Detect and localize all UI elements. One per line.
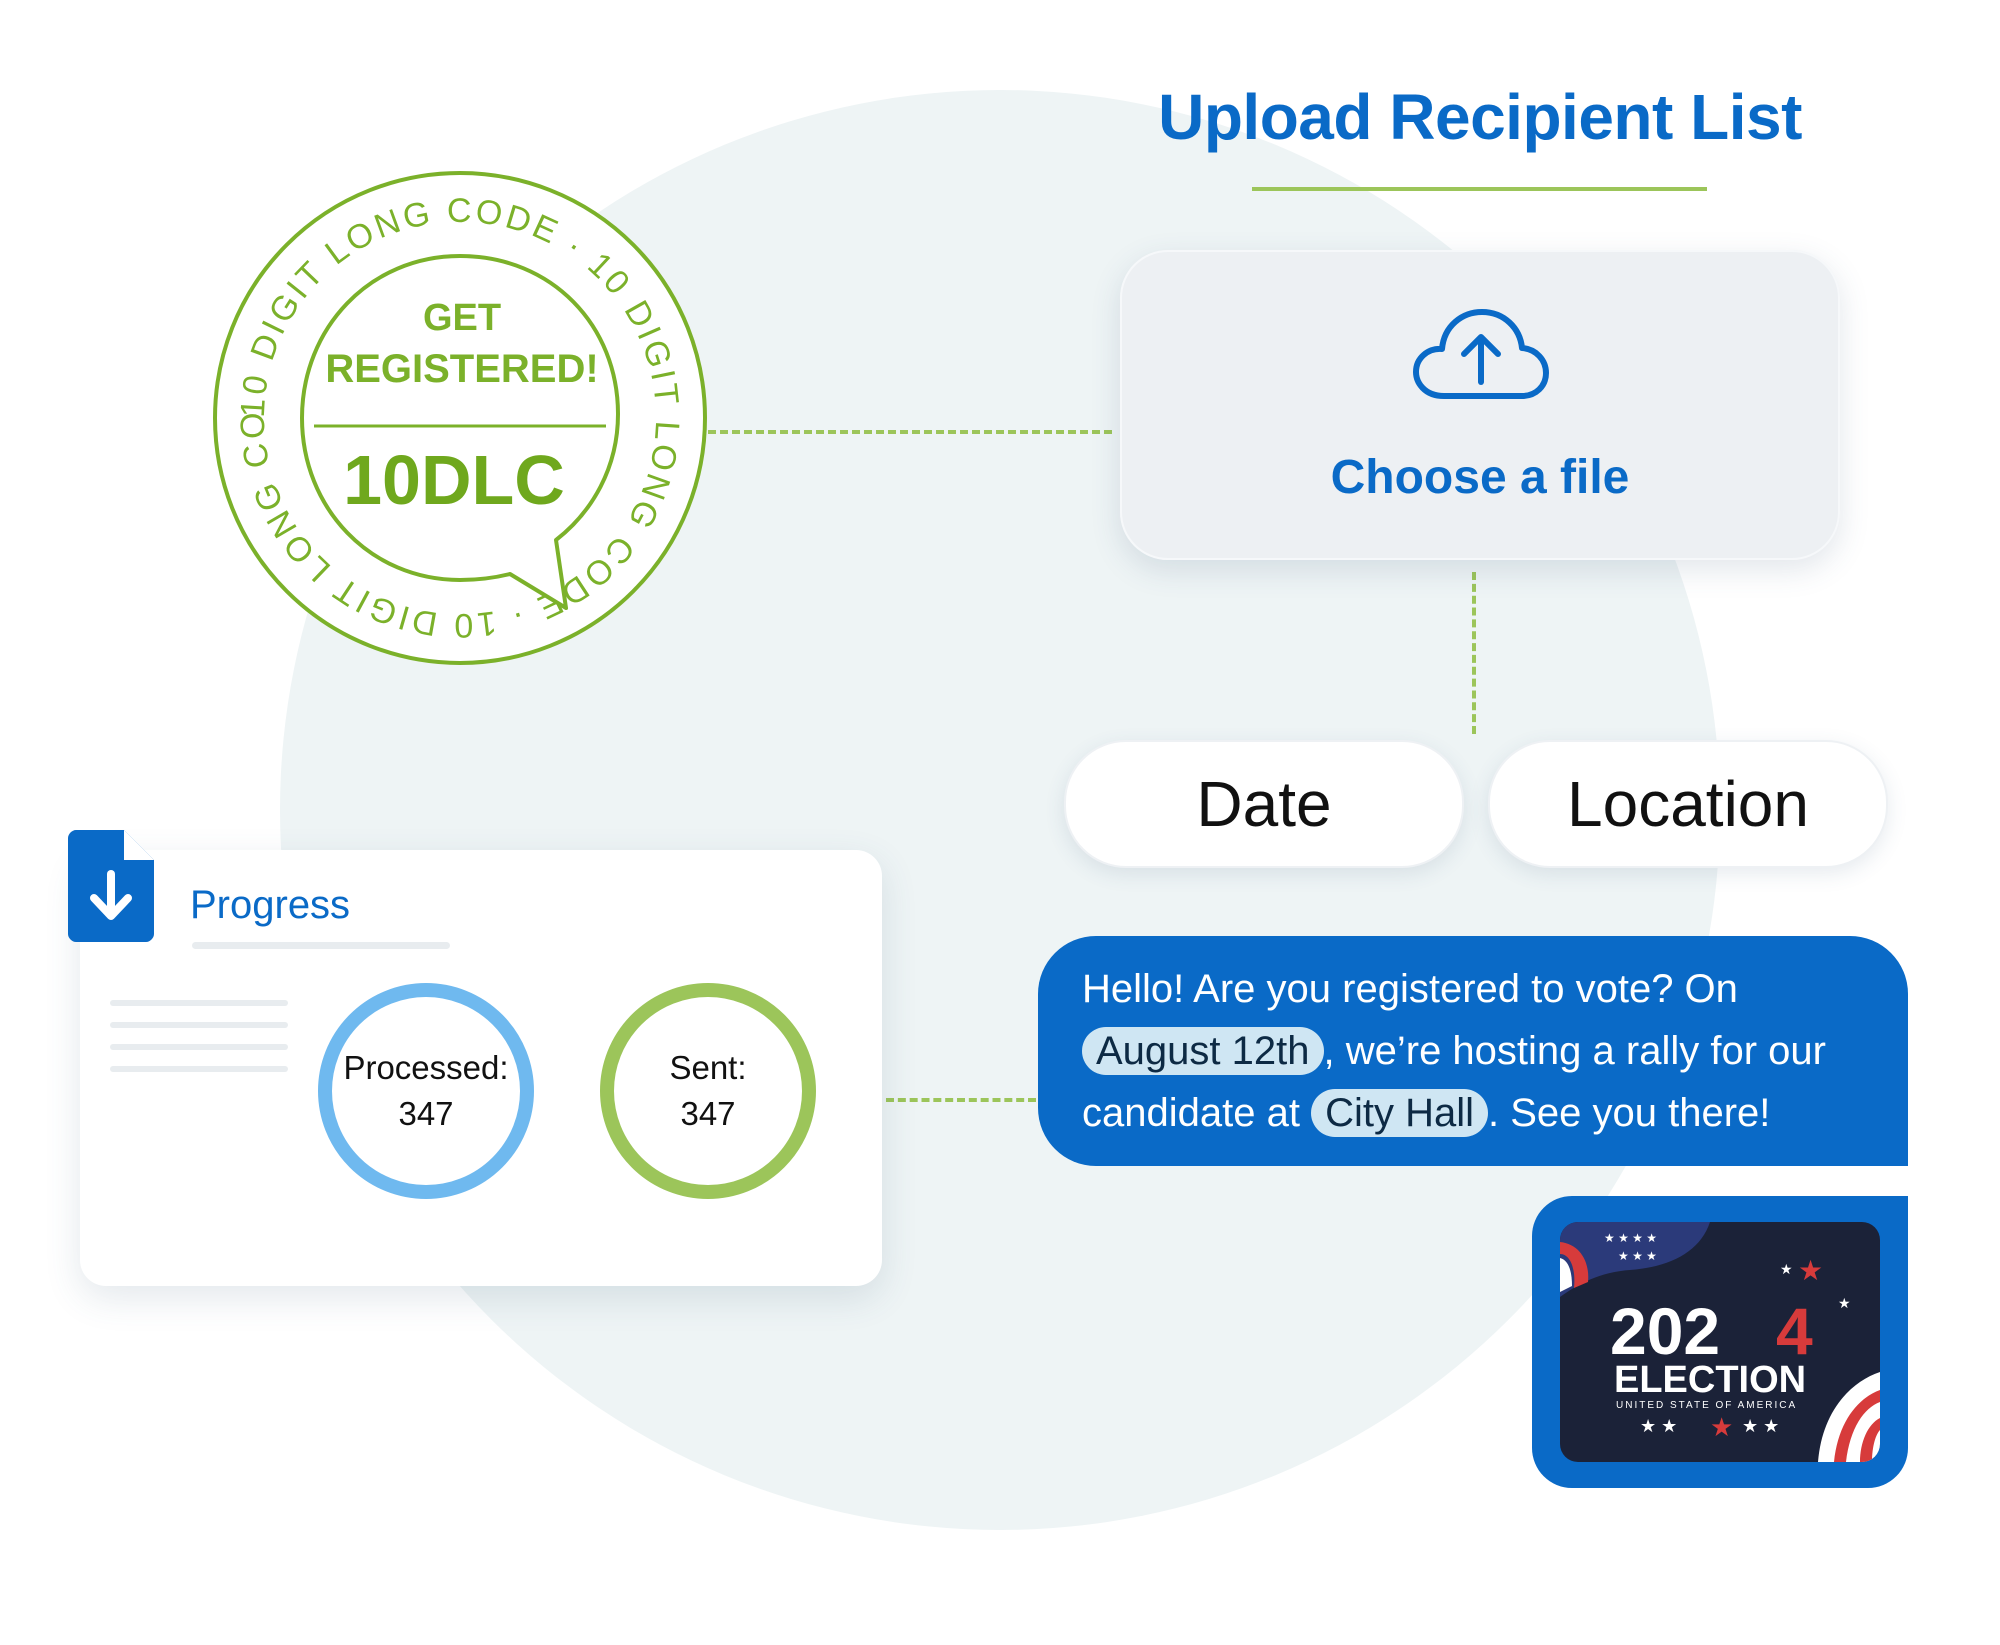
file-upload-dropzone[interactable]: Choose a file: [1120, 250, 1840, 560]
svg-text:★ ★: ★ ★: [1742, 1416, 1779, 1436]
stamp-line1: GET: [423, 297, 501, 339]
placeholder-line: [110, 1000, 288, 1006]
election-year-suffix: 4: [1776, 1294, 1813, 1368]
message-text: Hello! Are you registered to vote? On: [1082, 967, 1738, 1011]
placeholder-line: [110, 1066, 288, 1072]
location-token: City Hall: [1311, 1089, 1488, 1137]
cloud-upload-icon: [1413, 309, 1549, 399]
choose-file-label: Choose a file: [1330, 451, 1630, 504]
svg-text:★: ★: [1798, 1255, 1823, 1286]
sent-value: 347: [680, 1095, 736, 1132]
processed-label: Processed:: [343, 1049, 509, 1086]
election-image: ★ ★ ★ ★ ★ ★ ★ ★ ★ ★ 202 4 ELECTION UNITE…: [1560, 1222, 1880, 1462]
placeholder-line: [110, 1044, 288, 1050]
page-title: Upload Recipient List: [1158, 81, 1802, 153]
stamp-code: 10DLC: [343, 441, 565, 519]
message-text: candidate at: [1082, 1091, 1300, 1135]
election-subtitle: UNITED STATE OF AMERICA: [1616, 1400, 1797, 1411]
svg-text:★: ★: [1838, 1295, 1851, 1311]
10dlc-stamp: 10 DIGIT LONG CODE · 10 DIGIT LONG CODE …: [210, 168, 707, 665]
message-text: . See you there!: [1487, 1091, 1771, 1135]
date-token: August 12th: [1082, 1027, 1324, 1075]
date-field-chip[interactable]: Date: [1064, 740, 1464, 868]
stamp-connector: [708, 430, 1112, 434]
progress-underline: [192, 942, 450, 949]
placeholder-line: [110, 1022, 288, 1028]
sent-counter: Sent: 347: [600, 983, 816, 1199]
svg-text:★ ★: ★ ★: [1640, 1416, 1677, 1436]
processed-value: 347: [398, 1095, 454, 1132]
title-underline: [1252, 187, 1707, 191]
message-bubble: Hello! Are you registered to vote? On Au…: [1038, 936, 1908, 1166]
location-field-chip[interactable]: Location: [1488, 740, 1888, 868]
processed-counter: Processed: 347: [318, 983, 534, 1199]
message-text: , we’re hosting a rally for our: [1323, 1029, 1826, 1073]
progress-title: Progress: [190, 883, 351, 927]
svg-text:★: ★: [1710, 1412, 1733, 1442]
sent-label: Sent:: [669, 1049, 747, 1086]
election-year-prefix: 202: [1610, 1294, 1720, 1368]
svg-text:★ ★ ★: ★ ★ ★: [1618, 1249, 1657, 1263]
election-graphic: ★ ★ ★ ★ ★ ★ ★ ★ ★ ★ 202 4 ELECTION UNITE…: [1560, 1222, 1880, 1462]
progress-connector: [886, 1098, 1036, 1102]
image-attachment[interactable]: ★ ★ ★ ★ ★ ★ ★ ★ ★ ★ 202 4 ELECTION UNITE…: [1532, 1196, 1908, 1488]
upload-connector: [1472, 572, 1476, 734]
file-download-icon: [68, 830, 154, 942]
svg-text:★: ★: [1780, 1261, 1793, 1277]
stamp-line2: REGISTERED!: [325, 347, 598, 391]
election-headline: ELECTION: [1614, 1359, 1806, 1401]
svg-text:★ ★ ★ ★: ★ ★ ★ ★: [1604, 1231, 1657, 1245]
